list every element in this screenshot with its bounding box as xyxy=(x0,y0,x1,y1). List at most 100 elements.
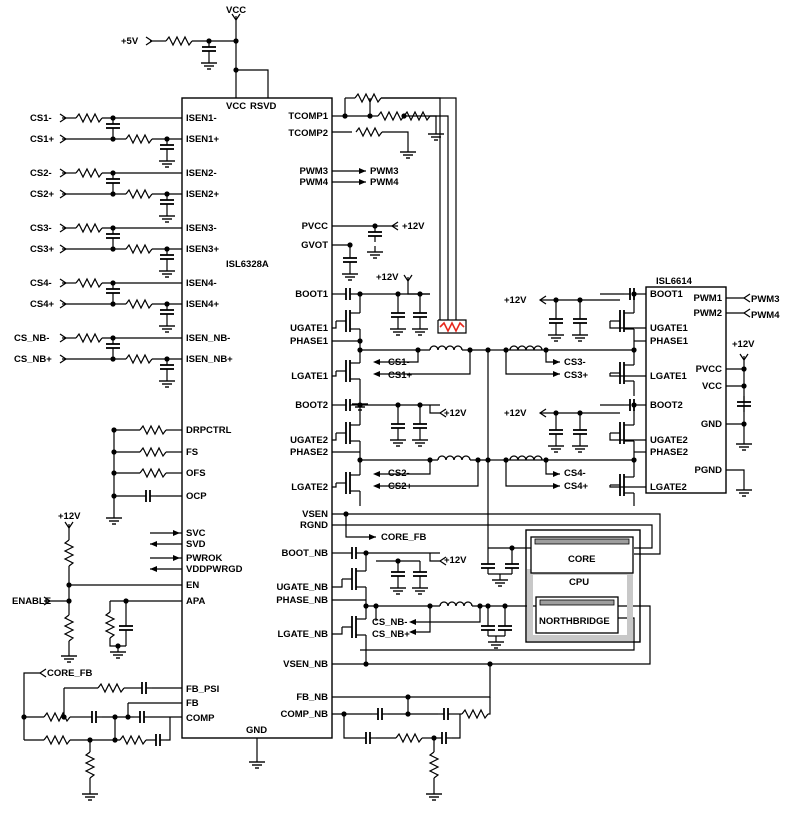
wire xyxy=(488,697,491,715)
junction-dot xyxy=(417,402,423,408)
drv-pin-boot2: BOOT2 xyxy=(650,400,683,411)
pin-vcc: VCC xyxy=(226,101,246,112)
net-plus12v-left: +12V xyxy=(58,511,81,522)
junction-dot xyxy=(87,737,93,743)
wire xyxy=(166,717,171,741)
pin-pwrok: PWROK xyxy=(186,553,223,564)
main-right-pins: TCOMP1 TCOMP2 PWM3 PWM4 PVCC GVOT BOOT1 … xyxy=(276,111,328,720)
capacitor xyxy=(367,225,383,243)
pin-phase-nb: PHASE_NB xyxy=(276,595,328,606)
capacitor xyxy=(390,417,406,435)
pin-en: EN xyxy=(186,580,199,591)
junction-dot xyxy=(475,457,481,463)
net-cs2-plus-in: CS2+ xyxy=(30,189,54,200)
ground-symbol xyxy=(491,573,509,587)
wire xyxy=(332,579,343,588)
junction-dot xyxy=(233,67,239,73)
ground-symbol xyxy=(425,787,443,801)
net-pwm3-out: PWM3 xyxy=(370,166,399,177)
wiring xyxy=(21,13,751,788)
capacitor xyxy=(480,619,496,637)
pin-isen1-minus: ISEN1- xyxy=(186,113,217,124)
junction-dot xyxy=(357,291,363,297)
junction-dot xyxy=(111,493,117,499)
junction-dot xyxy=(741,383,747,389)
resistor xyxy=(64,614,74,642)
capacitor xyxy=(85,710,103,724)
arrow-open xyxy=(538,408,547,418)
junction-dot xyxy=(110,301,116,307)
pin-lgate2: LGATE2 xyxy=(291,482,328,493)
arrow-open xyxy=(538,295,547,305)
net-enable: ENABLE xyxy=(12,596,51,607)
mosfet xyxy=(609,467,635,503)
ground-symbol xyxy=(366,245,384,259)
arrow-head xyxy=(373,371,380,377)
net-cs4-minus-in: CS4- xyxy=(30,278,52,289)
ground-symbol xyxy=(411,322,429,336)
junction-dot xyxy=(110,356,116,362)
ground-symbol xyxy=(571,328,589,342)
resistor xyxy=(119,735,147,745)
wire xyxy=(343,714,360,739)
net-csnb-minus-out: CS_NB- xyxy=(372,617,407,628)
arrow-head xyxy=(553,371,560,377)
resistor xyxy=(85,751,95,779)
net-cs4-plus-in: CS4+ xyxy=(30,299,54,310)
ground-symbol xyxy=(735,483,753,497)
capacitor xyxy=(390,565,406,583)
wire xyxy=(726,469,745,484)
wire xyxy=(437,319,467,334)
pin-isen4-minus: ISEN4- xyxy=(186,278,217,289)
ground-symbol xyxy=(411,433,429,447)
net-labels: VCC +5V CS1- CS1+ CS2- CS2+ CS3- CS3+ CS… xyxy=(12,5,780,679)
cpu-outline xyxy=(525,529,641,643)
capacitor xyxy=(435,731,453,745)
pin-ugate1: UGATE1 xyxy=(290,323,329,334)
arrow-head xyxy=(150,566,157,572)
wire xyxy=(332,433,337,441)
net-cs1-minus-out: CS1- xyxy=(388,357,410,368)
capacitor xyxy=(371,707,389,721)
pin-fs: FS xyxy=(186,447,198,458)
wire xyxy=(332,513,661,555)
junction-dot xyxy=(357,347,363,353)
arrow-open xyxy=(739,353,749,362)
pin-isen-nb-minus: ISEN_NB- xyxy=(186,333,230,344)
net-pwm4-out: PWM4 xyxy=(370,177,399,188)
ground-symbol xyxy=(547,328,565,342)
drv-pin-pvcc: PVCC xyxy=(696,364,723,375)
mosfet xyxy=(341,561,367,597)
arrow-open xyxy=(59,244,68,254)
drv-pin-gnd: GND xyxy=(701,419,722,430)
junction-dot xyxy=(112,737,118,743)
mosfet xyxy=(609,303,635,339)
junction-dot xyxy=(431,735,437,741)
driver-right-pins: PWM1 PWM2 PVCC VCC GND PGND xyxy=(694,293,723,476)
resistor xyxy=(75,278,103,288)
junction-dot xyxy=(363,661,369,667)
capacitor xyxy=(133,710,151,724)
arrow-head xyxy=(359,179,366,185)
inductor xyxy=(429,345,463,351)
arrow-head xyxy=(553,359,560,365)
wire xyxy=(332,483,337,488)
resistor xyxy=(105,611,115,639)
resistor xyxy=(43,735,71,745)
ground-symbol xyxy=(389,322,407,336)
core-pad xyxy=(534,538,630,545)
junction-dot xyxy=(125,714,131,720)
pin-tcomp1: TCOMP1 xyxy=(288,111,328,122)
ground-symbol xyxy=(158,264,176,278)
wire xyxy=(430,115,437,128)
arrow-head xyxy=(373,471,380,477)
junction-dot xyxy=(427,603,433,609)
ground-symbol xyxy=(487,635,505,649)
net-csnb-plus-out: CS_NB+ xyxy=(372,629,410,640)
pin-phase1: PHASE1 xyxy=(290,336,329,347)
drv-pin-pgnd: PGND xyxy=(695,465,723,476)
mosfet xyxy=(609,355,635,391)
pin-rgnd: RGND xyxy=(300,520,328,531)
ground-symbol xyxy=(341,267,359,281)
